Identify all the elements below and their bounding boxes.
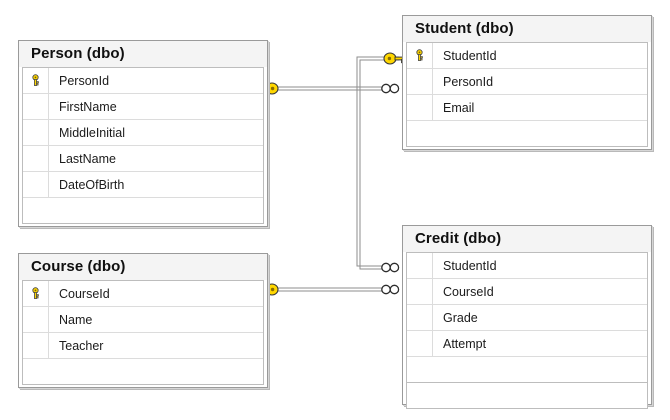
relationship-course-credit[interactable] (255, 283, 400, 296)
field-name: StudentId (443, 258, 497, 273)
field-name: PersonId (59, 73, 110, 88)
table-title-course: Course (dbo) (19, 254, 267, 280)
field-gutter (23, 146, 49, 171)
field-row[interactable]: Name (23, 307, 263, 333)
field-name: FirstName (59, 99, 117, 114)
field-gutter (407, 121, 433, 146)
many-symbol (381, 83, 400, 94)
field-row[interactable]: Attempt (407, 331, 647, 357)
relationship-person-student[interactable] (255, 82, 400, 95)
field-name: PersonId (443, 74, 494, 89)
key-icon (23, 281, 49, 306)
field-name: Teacher (59, 338, 104, 353)
field-name: LastName (59, 151, 116, 166)
field-gutter (407, 331, 433, 356)
many-symbol (381, 262, 400, 273)
field-row[interactable]: CourseId (23, 281, 263, 307)
field-gutter (407, 253, 433, 278)
table-title-credit: Credit (dbo) (403, 226, 651, 252)
field-name: MiddleInitial (59, 125, 126, 140)
field-gutter (23, 198, 49, 223)
field-name: StudentId (443, 48, 497, 63)
field-row-empty[interactable] (407, 121, 647, 147)
field-row[interactable]: CourseId (407, 279, 647, 305)
field-name: Attempt (443, 336, 487, 351)
field-gutter (407, 305, 433, 330)
field-row[interactable]: Email (407, 95, 647, 121)
field-gutter (407, 95, 433, 120)
field-row[interactable]: DateOfBirth (23, 172, 263, 198)
field-row[interactable]: Teacher (23, 333, 263, 359)
field-gutter (407, 383, 433, 408)
field-name: Email (443, 100, 475, 115)
field-name: Grade (443, 310, 478, 325)
field-name: CourseId (59, 286, 110, 301)
relationship-student-credit[interactable] (356, 52, 407, 273)
many-symbol (381, 284, 400, 295)
field-row[interactable]: FirstName (23, 94, 263, 120)
field-row[interactable]: PersonId (407, 69, 647, 95)
field-gutter (407, 279, 433, 304)
field-row[interactable]: StudentId (407, 253, 647, 279)
field-row-empty[interactable] (23, 198, 263, 224)
field-gutter (23, 307, 49, 332)
field-name: CourseId (443, 284, 494, 299)
field-row-empty[interactable] (23, 359, 263, 385)
key-icon (23, 68, 49, 93)
field-gutter (23, 359, 49, 384)
field-gutter (23, 120, 49, 145)
field-gutter (23, 333, 49, 358)
key-icon (407, 43, 433, 68)
field-row-empty[interactable] (407, 357, 647, 383)
field-gutter (23, 94, 49, 119)
field-row[interactable]: LastName (23, 146, 263, 172)
field-row-empty[interactable] (407, 383, 647, 409)
field-gutter (23, 172, 49, 197)
field-row[interactable]: PersonId (23, 68, 263, 94)
field-gutter (407, 357, 433, 382)
field-name: Name (59, 312, 93, 327)
field-name: DateOfBirth (59, 177, 125, 192)
field-row[interactable]: StudentId (407, 43, 647, 69)
table-title-student: Student (dbo) (403, 16, 651, 42)
field-gutter (407, 69, 433, 94)
field-row[interactable]: MiddleInitial (23, 120, 263, 146)
field-row[interactable]: Grade (407, 305, 647, 331)
table-title-person: Person (dbo) (19, 41, 267, 67)
